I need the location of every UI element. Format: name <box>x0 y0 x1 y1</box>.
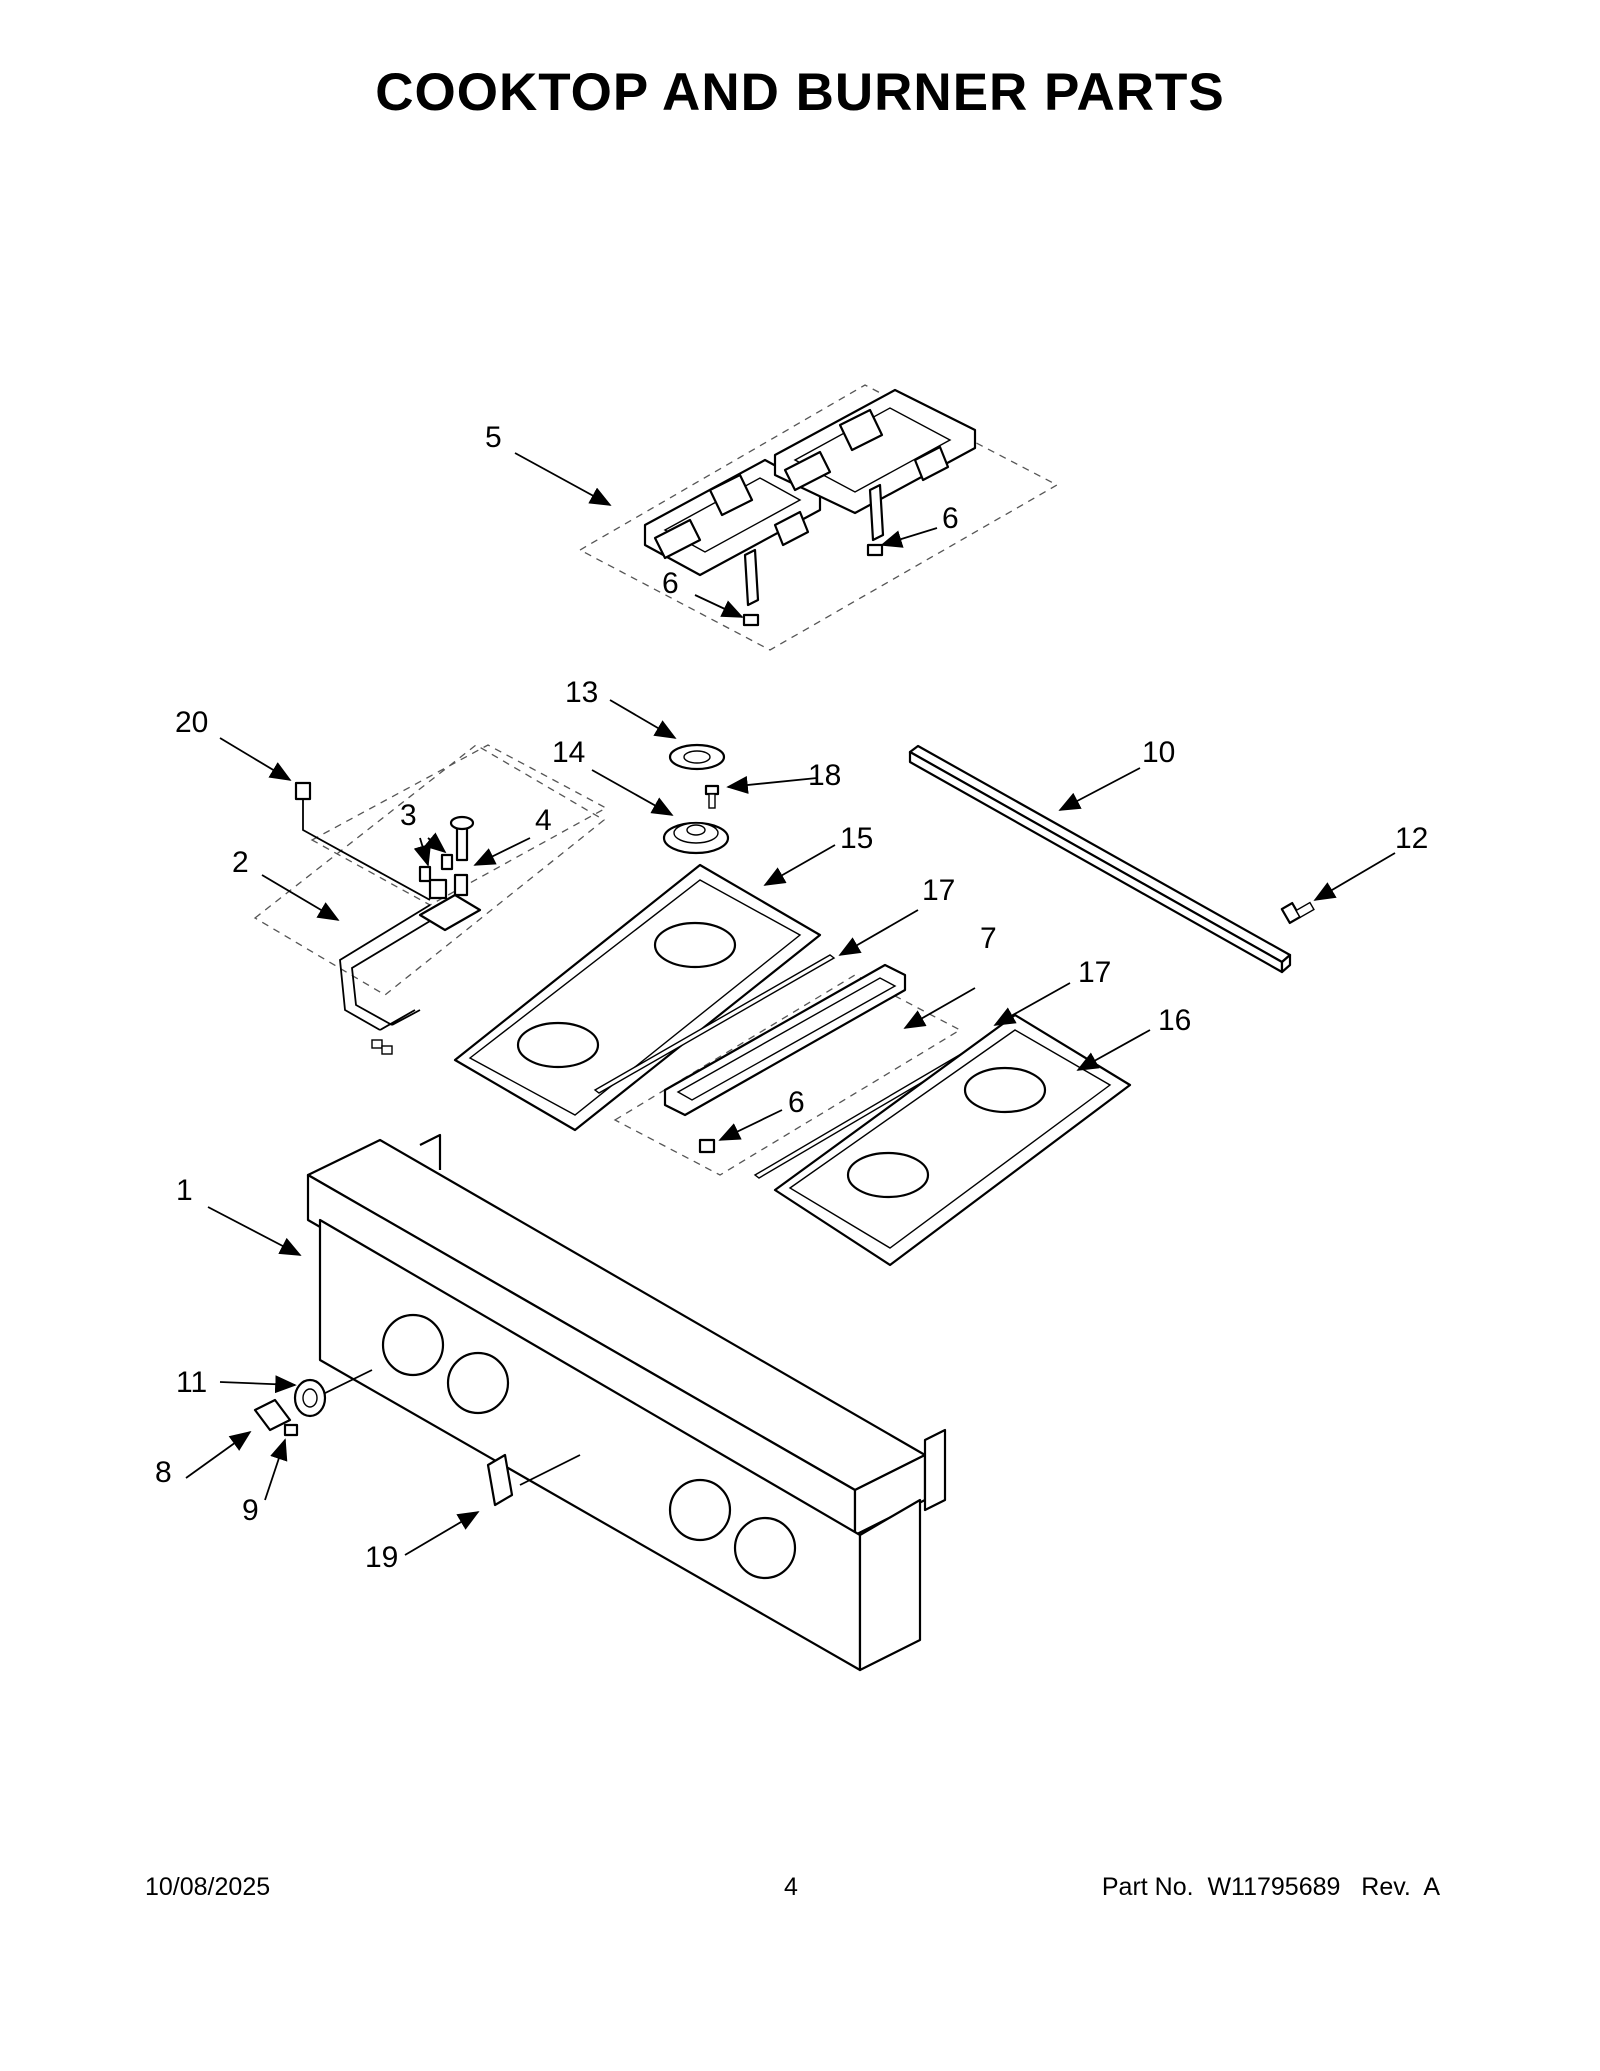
callout-17-upper: 17 <box>922 874 955 907</box>
burner-pan-right <box>773 1013 1132 1267</box>
burner-pan-left <box>453 863 822 1132</box>
callout-9: 9 <box>242 1494 259 1527</box>
footer-part-number: Part No. W11795689 Rev. A <box>1101 1873 1440 1901</box>
callout-8: 8 <box>155 1456 172 1489</box>
callout-15: 15 <box>840 822 873 855</box>
callout-20: 20 <box>175 706 208 739</box>
callout-12: 12 <box>1395 822 1428 855</box>
callout-13: 13 <box>565 676 598 709</box>
callout-4: 4 <box>535 804 552 837</box>
clip-19 <box>486 1453 514 1507</box>
callout-14: 14 <box>552 736 585 769</box>
callout-3: 3 <box>400 799 417 832</box>
control-panel <box>306 1133 947 1672</box>
grate-assembly <box>578 384 1059 651</box>
burner-head-assembly <box>662 743 730 855</box>
callout-leaders <box>185 452 1396 1556</box>
center-trough <box>613 963 962 1176</box>
callout-7: 7 <box>980 922 997 955</box>
callout-5: 5 <box>485 421 502 454</box>
footer-page-number: 4 <box>784 1873 798 1901</box>
page-title: COOKTOP AND BURNER PARTS <box>375 63 1225 122</box>
callout-6-left: 6 <box>662 567 679 600</box>
knob-assembly <box>253 1378 327 1437</box>
screw-12 <box>1280 901 1315 925</box>
footer-date: 10/08/2025 <box>145 1873 271 1901</box>
trim-strip-upper <box>593 954 836 1094</box>
callout-10: 10 <box>1142 736 1175 769</box>
callout-6-center: 6 <box>788 1086 805 1119</box>
grate-right <box>773 388 977 557</box>
callout-18: 18 <box>808 759 841 792</box>
callout-2: 2 <box>232 846 249 879</box>
callout-labels: 1 2 3 4 5 6 6 6 7 8 9 10 11 12 13 14 15 … <box>155 421 1428 1574</box>
valve-assembly <box>253 744 608 1055</box>
callout-16: 16 <box>1158 1004 1191 1037</box>
rear-rail <box>908 744 1292 974</box>
callout-6-upper: 6 <box>942 502 959 535</box>
callout-11: 11 <box>176 1366 207 1399</box>
callout-19: 19 <box>365 1541 398 1574</box>
grate-left <box>643 458 822 627</box>
callout-17-lower: 17 <box>1078 956 1111 989</box>
callout-1: 1 <box>176 1174 193 1207</box>
